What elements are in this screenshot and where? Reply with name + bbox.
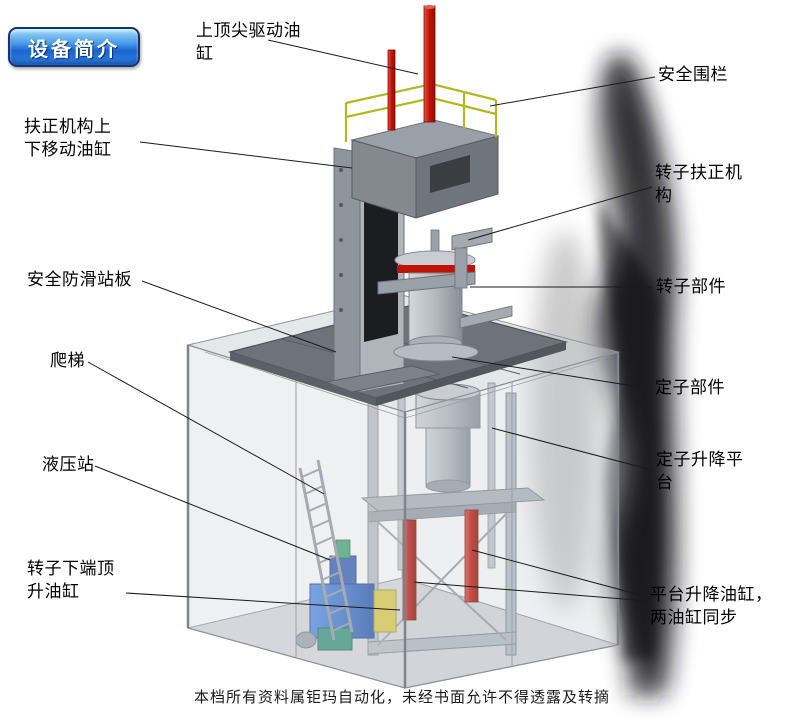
- label-anti-slip-plate: 安全防滑站板: [27, 270, 132, 289]
- label-stator-lift-platform: 定子升降平台: [656, 450, 744, 492]
- label-rotor-bottom-jack-cylinder: 转子下端顶升油缸: [27, 559, 115, 601]
- smoke-shadow: [531, 55, 678, 695]
- label-top-drive-cylinder: 上顶尖驱动油缸: [196, 21, 301, 63]
- label-hydraulic-station: 液压站: [42, 455, 95, 474]
- stator-part: [415, 383, 481, 493]
- head-box: [350, 119, 500, 219]
- label-platform-lift-cylinders: 平台升降油缸，两油缸同步: [650, 585, 773, 627]
- label-safety-fence: 安全围栏: [658, 65, 728, 84]
- label-ladder: 爬梯: [50, 351, 85, 370]
- footer-copyright: 本档所有资料属钜玛自动化，未经书面允许不得透露及转摘: [193, 690, 610, 706]
- label-rotor-component: 转子部件: [656, 277, 726, 296]
- label-stator-component: 定子部件: [655, 378, 725, 397]
- rotor-straighten-bracket: [377, 227, 513, 329]
- top-drive-cylinder: [387, 5, 436, 131]
- leader-lines: [87, 39, 656, 611]
- title-badge[interactable]: 设备简介: [8, 27, 140, 67]
- pit-enclosure-front: [186, 344, 620, 689]
- label-straighten-move-cylinder: 扶正机构上下移动油缸: [24, 117, 112, 159]
- label-rotor-straighten-mechanism: 转子扶正机构: [655, 163, 743, 205]
